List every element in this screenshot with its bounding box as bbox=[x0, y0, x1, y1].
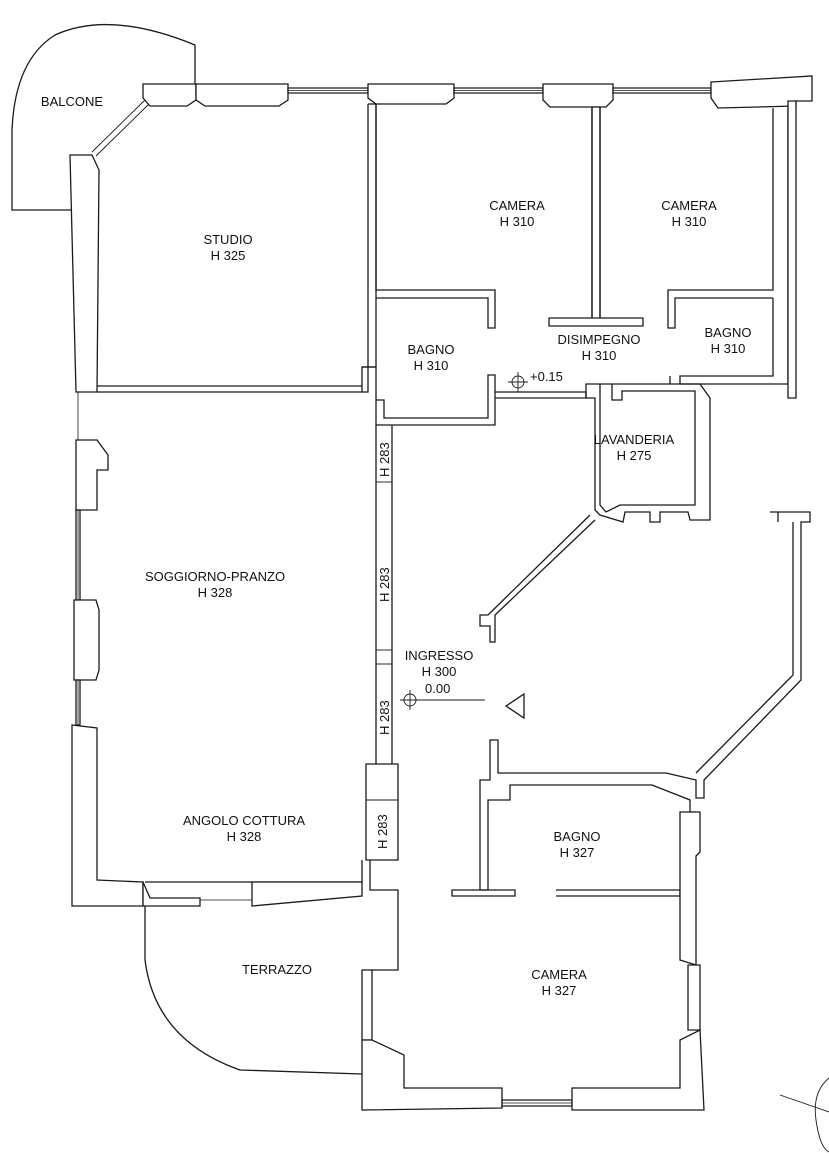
room-name: BAGNO bbox=[553, 829, 601, 844]
room-height: H 310 bbox=[499, 214, 535, 229]
room-height: H 328 bbox=[226, 829, 262, 844]
level-label-entry: 0.00 bbox=[425, 681, 451, 696]
partition-height-label: H 283 bbox=[377, 700, 392, 735]
room-name: TERRAZZO bbox=[241, 962, 313, 977]
level-marker-upper bbox=[508, 372, 528, 392]
terrazzo-outline bbox=[144, 906, 363, 1075]
room-height: H 325 bbox=[210, 248, 246, 263]
room-label-lavanderia: LAVANDERIA H 275 bbox=[594, 432, 674, 464]
room-name: DISIMPEGNO bbox=[557, 332, 641, 347]
room-height: H 327 bbox=[541, 983, 577, 998]
room-label-disimpegno: DISIMPEGNO H 310 bbox=[557, 332, 640, 364]
level-label-upper: +0.15 bbox=[530, 369, 563, 384]
room-label-camera-2: CAMERA H 310 bbox=[661, 198, 717, 230]
room-label-balcone: BALCONE bbox=[41, 94, 103, 110]
bedroom-block bbox=[362, 100, 797, 523]
partition-height-label: H 283 bbox=[377, 567, 392, 602]
room-name: CAMERA bbox=[489, 198, 545, 213]
room-name: BAGNO bbox=[407, 342, 455, 357]
room-name: BAGNO bbox=[704, 325, 752, 340]
room-height: H 310 bbox=[671, 214, 707, 229]
east-wall bbox=[479, 511, 811, 891]
room-height: H 310 bbox=[710, 341, 746, 356]
bagno-lower bbox=[451, 889, 516, 897]
diagonal-wall-lavanderia bbox=[479, 514, 596, 643]
room-name: INGRESSO bbox=[404, 648, 474, 663]
balcone-outline bbox=[11, 23, 196, 211]
room-label-bagno-1: BAGNO H 310 bbox=[408, 342, 455, 374]
room-height: H 300 bbox=[421, 664, 457, 679]
room-height: H 275 bbox=[616, 448, 652, 463]
partition-height-label: H 283 bbox=[375, 814, 390, 849]
central-wall-north bbox=[361, 103, 377, 393]
room-label-camera-1: CAMERA H 310 bbox=[489, 198, 545, 230]
room-height: H 328 bbox=[197, 585, 233, 600]
room-height: H 310 bbox=[581, 348, 617, 363]
room-label-bagno-2: BAGNO H 310 bbox=[705, 325, 752, 357]
room-name: STUDIO bbox=[203, 232, 253, 247]
room-name: CAMERA bbox=[531, 967, 587, 982]
corridor-partition bbox=[145, 425, 399, 971]
room-name: LAVANDERIA bbox=[593, 432, 675, 447]
room-name: SOGGIORNO-PRANZO bbox=[144, 569, 286, 584]
west-facade bbox=[69, 154, 144, 907]
level-marker-entry bbox=[400, 690, 485, 710]
south-facade bbox=[142, 881, 705, 1111]
room-label-bagno-3: BAGNO H 327 bbox=[554, 829, 601, 861]
room-label-studio: STUDIO H 325 bbox=[203, 232, 252, 264]
room-height: H 327 bbox=[559, 845, 595, 860]
room-label-camera-3: CAMERA H 327 bbox=[531, 967, 587, 999]
room-name: CAMERA bbox=[661, 198, 717, 213]
room-name: BALCONE bbox=[40, 94, 104, 109]
north-arrow bbox=[779, 1077, 829, 1153]
room-label-angolo-cottura: ANGOLO COTTURA H 328 bbox=[183, 813, 305, 845]
balcone-rail bbox=[91, 99, 150, 157]
room-height: H 310 bbox=[413, 358, 449, 373]
room-label-terrazzo: TERRAZZO bbox=[242, 962, 312, 978]
room-label-ingresso: INGRESSO H 300 bbox=[405, 648, 474, 680]
entrance-arrow bbox=[504, 692, 525, 720]
north-facade bbox=[142, 75, 813, 109]
room-name: ANGOLO COTTURA bbox=[182, 813, 306, 828]
partition-height-label: H 283 bbox=[377, 442, 392, 477]
room-label-soggiorno: SOGGIORNO-PRANZO H 328 bbox=[145, 569, 285, 601]
